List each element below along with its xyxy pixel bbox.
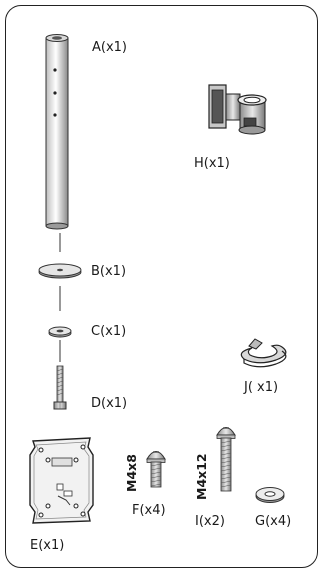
part-j-clip [240, 338, 287, 368]
label-part-i: I(x2) [195, 514, 225, 529]
label-part-e: E(x1) [30, 538, 65, 553]
part-d-bolt [53, 365, 67, 410]
label-part-c: C(x1) [91, 324, 127, 339]
label-part-j: J( x1) [244, 380, 279, 395]
label-part-d: D(x1) [91, 396, 128, 411]
part-e-vesa-plate [29, 437, 94, 524]
label-part-a: A(x1) [92, 40, 128, 55]
part-g-washer [255, 487, 285, 503]
label-part-f: F(x4) [132, 503, 166, 518]
part-h-clamp-adapter [208, 84, 267, 135]
label-part-g: G(x4) [255, 514, 292, 529]
part-a-pole [45, 34, 69, 230]
label-part-h: H(x1) [194, 156, 230, 171]
parts-list-frame [5, 5, 318, 568]
spec-part-f: M4x8 [124, 454, 139, 492]
part-c-washer [48, 326, 72, 338]
spec-part-i: M4x12 [194, 453, 209, 500]
part-b-base-plate [38, 263, 82, 279]
part-f-screw [146, 451, 166, 488]
part-i-screw [216, 427, 236, 492]
label-part-b: B(x1) [91, 264, 127, 279]
